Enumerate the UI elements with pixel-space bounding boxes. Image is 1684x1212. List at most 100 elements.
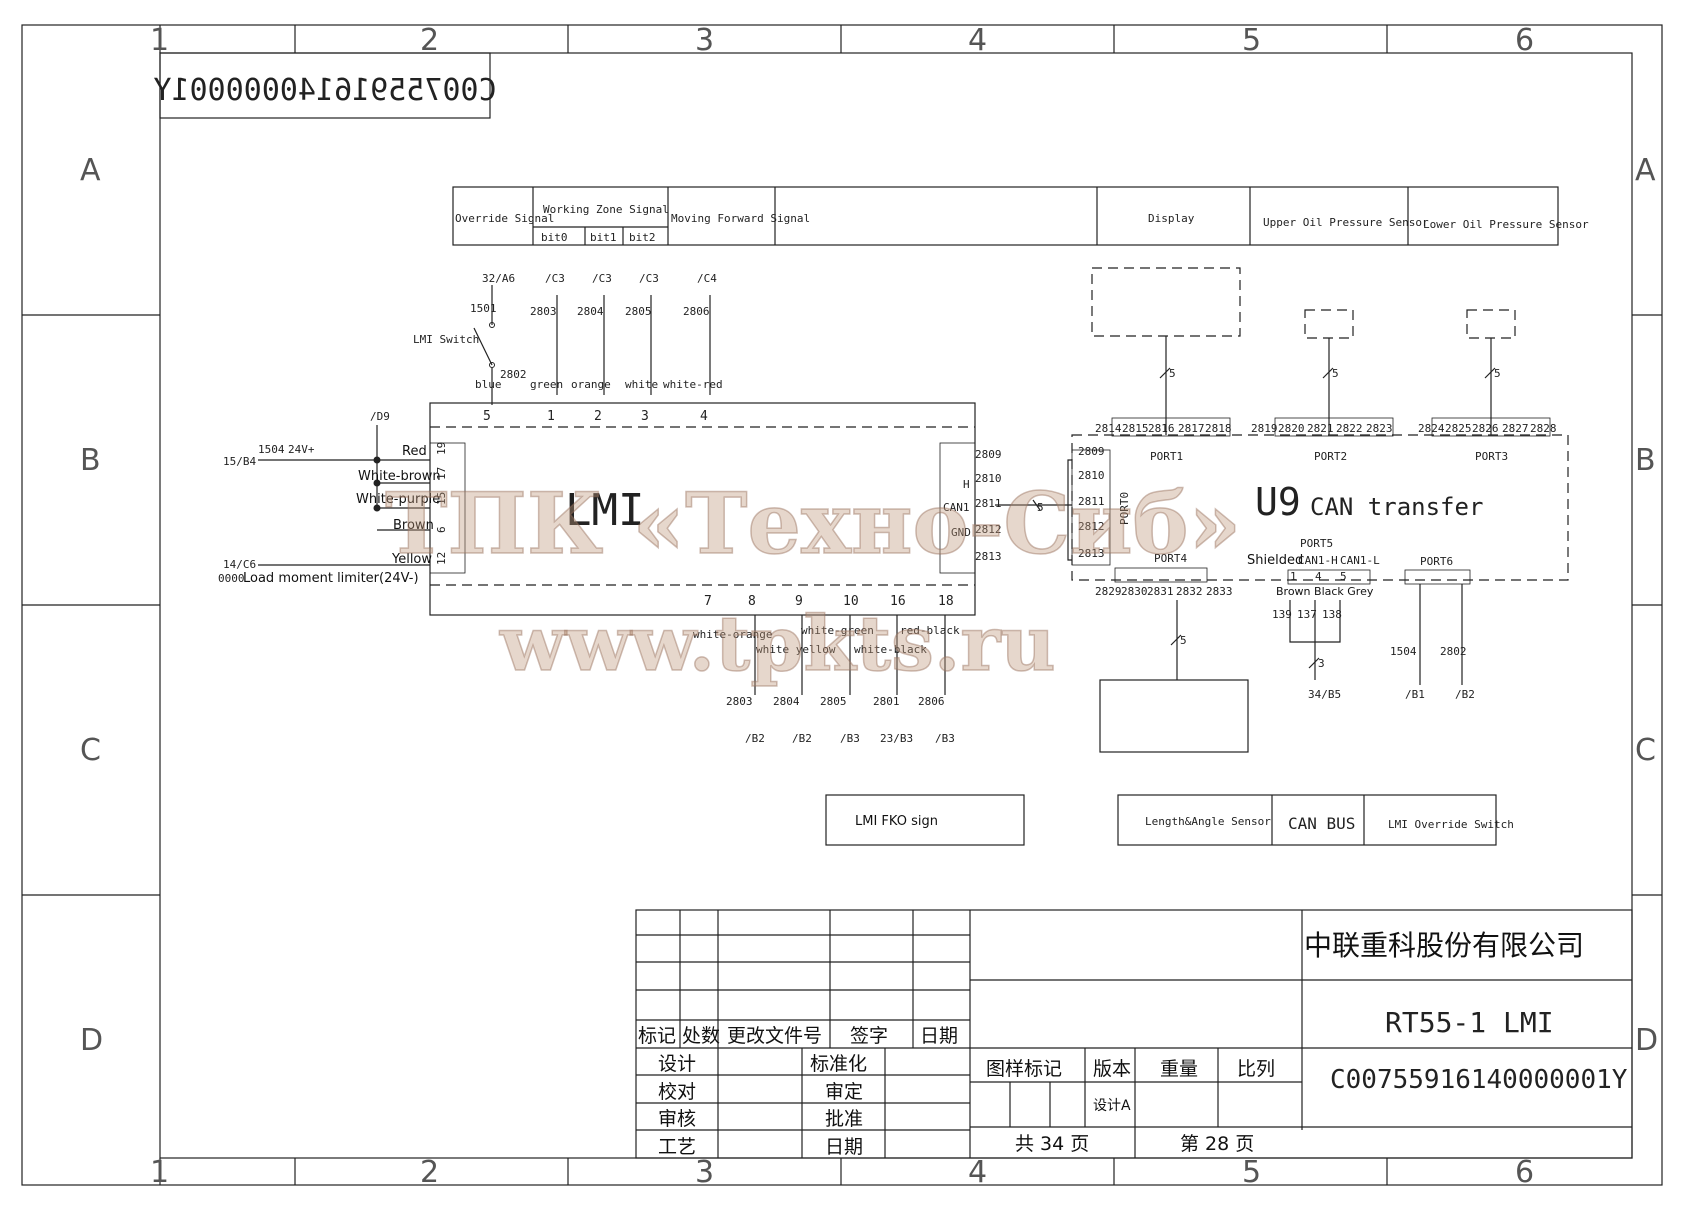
left-pin-19: 19 — [435, 442, 448, 455]
port5-pin-5: 5 — [1340, 570, 1347, 583]
top-pin-3: 3 — [641, 409, 649, 424]
bottom-color-white-yellow: white yellow — [756, 643, 836, 656]
row-label-c-right: C — [1635, 733, 1656, 768]
col-label-3: 3 — [695, 23, 714, 58]
top-pin-2: 2 — [594, 409, 602, 424]
col-label-1: 1 — [150, 23, 169, 58]
can-bus-label: CAN BUS — [1288, 814, 1355, 833]
ref-14c6: 14/C6 — [223, 558, 256, 571]
port2-label: PORT2 — [1314, 450, 1347, 463]
rev-header-sign: 签字 — [850, 1025, 888, 1047]
top-pin-1: 1 — [547, 409, 555, 424]
top-wire-3: 2805 — [625, 305, 652, 318]
top-wire-2: 2804 — [577, 305, 604, 318]
port6-wire-1504: 1504 — [1390, 645, 1417, 658]
upper-sensor-count: 5 — [1332, 367, 1339, 380]
top-color-orange: orange — [571, 378, 611, 391]
left-pin-15: 15 — [435, 492, 448, 505]
bottom-ref-b3-2: /B3 — [935, 732, 955, 745]
port3-wire-2828: 2828 — [1530, 422, 1557, 435]
lmi-switch — [473, 327, 493, 366]
lower-sensor-box — [1466, 309, 1516, 339]
bottom-pin-18: 18 — [938, 594, 954, 609]
lmi-label: LMI — [565, 485, 644, 536]
port3-label: PORT3 — [1475, 450, 1508, 463]
bit2-label: bit2 — [629, 231, 656, 244]
right-wire-2809: 2809 — [975, 448, 1002, 461]
left-pin-17: 17 — [435, 467, 448, 480]
left-color-white-brown: White-brown — [358, 469, 441, 484]
drawing-code: C00755916140000001Y — [1330, 1065, 1628, 1095]
port0-wire-2811: 2811 — [1078, 495, 1105, 508]
right-wire-2810: 2810 — [975, 472, 1002, 485]
port6-label: PORT6 — [1420, 555, 1453, 568]
col-label-2: 2 — [420, 23, 439, 58]
lower-oil-label: Lower Oil Pressure Sensor — [1423, 218, 1589, 231]
mirrored-code-box — [159, 52, 491, 119]
ref-15b4: 15/B4 — [223, 455, 256, 468]
top-wire-1: 2803 — [530, 305, 557, 318]
top-pin-4: 4 — [700, 409, 708, 424]
port2-wire-2819: 2819 — [1251, 422, 1278, 435]
length-angle-label: Length&Angle Sensor — [1145, 815, 1271, 828]
top-color-white: white — [625, 378, 658, 391]
bottom-wire-2805: 2805 — [820, 695, 847, 708]
fko-label: LMI FKO sign — [855, 814, 938, 829]
row-label-d-right: D — [1635, 1023, 1658, 1058]
port6-ref-b1: /B1 — [1405, 688, 1425, 701]
right-label-can1: CAN1 — [943, 501, 970, 514]
bit1-label: bit1 — [590, 231, 617, 244]
label-standardize: 标准化 — [810, 1053, 867, 1075]
col-label-5-bottom: 5 — [1242, 1155, 1261, 1190]
label-design: 设计 — [658, 1053, 696, 1075]
top-color-white-red: white-red — [663, 378, 723, 391]
port5-wire-138: 138 — [1322, 608, 1342, 621]
top-ref-3: /C3 — [639, 272, 659, 285]
label-review: 审核 — [658, 1108, 696, 1130]
rev-header-mark: 标记 — [638, 1025, 676, 1047]
port4-wire-2831: 2831 — [1147, 585, 1174, 598]
port6-ref-b2: /B2 — [1455, 688, 1475, 701]
port0-wire-2810: 2810 — [1078, 469, 1105, 482]
length-angle-box-top — [1099, 679, 1249, 753]
left-pin-12: 12 — [435, 552, 448, 565]
label-sample-mark: 图样标记 — [986, 1058, 1062, 1080]
left-color-red: Red — [402, 444, 427, 459]
grid-dividers — [22, 25, 1662, 1185]
port4-count: 5 — [1180, 634, 1187, 647]
col-label-6: 6 — [1515, 23, 1534, 58]
bottom-ref-b2-2: /B2 — [792, 732, 812, 745]
title-block — [635, 909, 1633, 1159]
mirrored-code: C00755916140000001Y — [153, 73, 496, 108]
label-scale: 比列 — [1237, 1058, 1275, 1080]
display-label: Display — [1148, 212, 1195, 225]
bottom-ref-23b3: 23/B3 — [880, 732, 913, 745]
port0-wire-2812: 2812 — [1078, 520, 1105, 533]
top-pin-5: 5 — [483, 409, 491, 424]
can1l-label: CAN1-L — [1340, 554, 1380, 567]
port0-label: PORT0 — [1118, 492, 1131, 525]
moving-forward-label: Moving Forward Signal — [671, 212, 810, 225]
drawing-name: RT55-1 LMI — [1385, 1006, 1554, 1039]
port2-wire-2822: 2822 — [1336, 422, 1363, 435]
port0-wire-2813: 2813 — [1078, 547, 1105, 560]
port2-wire-2821: 2821 — [1307, 422, 1334, 435]
port5-pin-4: 4 — [1315, 570, 1322, 583]
port3-wire-2825: 2825 — [1445, 422, 1472, 435]
port3-wire-2826: 2826 — [1472, 422, 1499, 435]
label-date: 日期 — [825, 1136, 863, 1158]
row-label-d: D — [80, 1023, 103, 1058]
version-value: 设计A — [1093, 1098, 1131, 1114]
can-transfer-title: CAN transfer — [1310, 493, 1483, 521]
bottom-wire-2801: 2801 — [873, 695, 900, 708]
bottom-pin-8: 8 — [748, 594, 756, 609]
label-version: 版本 — [1093, 1058, 1131, 1080]
fko-box — [825, 794, 1025, 846]
port2-wire-2823: 2823 — [1366, 422, 1393, 435]
row-label-a: A — [80, 153, 101, 188]
upper-sensor-box — [1304, 309, 1354, 339]
override-signal-label: Override Signal — [455, 212, 554, 225]
upper-oil-label: Upper Oil Pressure Sensor — [1263, 216, 1429, 229]
port4-label: PORT4 — [1154, 552, 1187, 565]
